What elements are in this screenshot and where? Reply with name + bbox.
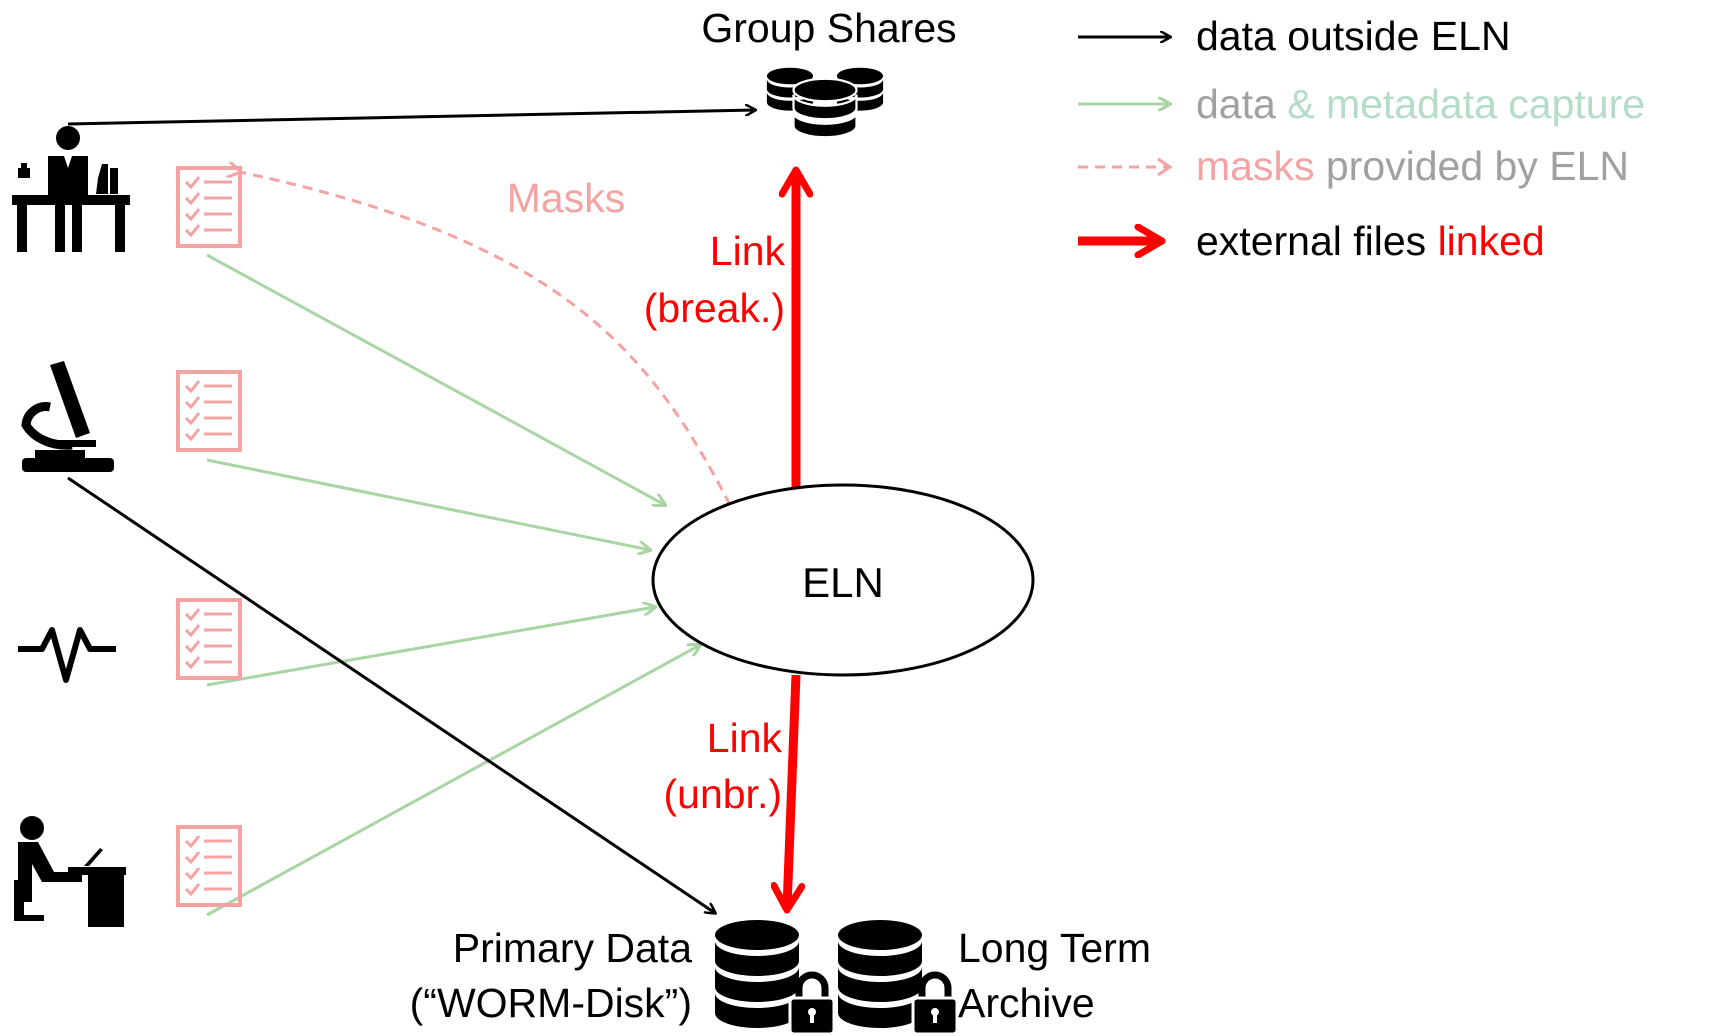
eln-label: ELN <box>802 559 884 606</box>
signal-wave-icon <box>18 627 116 683</box>
capture-arrow-signal <box>206 607 655 687</box>
legend-label-red-part1: external files <box>1196 218 1438 264</box>
legend: data outside ELN data & metadata capture… <box>1078 13 1645 264</box>
legend-label-black: data outside ELN <box>1196 13 1511 59</box>
primary-data-node: Primary Data (“WORM-Disk”) <box>410 920 834 1034</box>
archive-label-line2: Archive <box>958 980 1095 1026</box>
capture-arrow-bench <box>206 253 665 505</box>
legend-item-red: external files linked <box>1078 218 1545 264</box>
primary-data-label-line2: (“WORM-Disk”) <box>410 980 692 1026</box>
legend-label-red-part2: linked <box>1438 218 1545 264</box>
microscope-icon <box>21 361 114 472</box>
masks-label: Masks <box>507 175 625 221</box>
checklist-icon <box>176 370 242 452</box>
database-icon <box>792 77 858 139</box>
primary-data-label-line1: Primary Data <box>453 925 692 971</box>
eln-node: ELN <box>651 483 1035 677</box>
link-breakable-label-line2: (break.) <box>644 285 785 331</box>
link-breakable-label-line1: Link <box>710 228 786 274</box>
legend-label-red: external files linked <box>1196 218 1545 264</box>
masks-arrow <box>240 172 732 506</box>
long-term-archive-node: Long Term Archive <box>838 920 1151 1034</box>
legend-item-green: data & metadata capture <box>1078 81 1645 127</box>
legend-label-pink: masks provided by ELN <box>1196 143 1629 189</box>
legend-label-pink-part2: provided by ELN <box>1314 143 1629 189</box>
legend-item-pink: masks provided by ELN <box>1078 143 1629 189</box>
legend-label-green-part2: & metadata capture <box>1276 81 1645 127</box>
checklist-icon <box>176 598 242 680</box>
capture-arrow-microscope <box>206 458 650 550</box>
database-icon <box>715 920 799 1028</box>
link-unbreakable-label-line1: Link <box>707 715 783 761</box>
checklist-icon <box>176 825 242 907</box>
lock-icon <box>913 975 957 1034</box>
checklist-icon <box>176 166 242 248</box>
link-arrow-unbreakable <box>787 674 796 908</box>
arrow-microscope-to-primary <box>67 476 715 913</box>
legend-label-green: data & metadata capture <box>1196 81 1645 127</box>
legend-label-green-part1: data <box>1196 81 1276 127</box>
archive-label-line1: Long Term <box>958 925 1151 971</box>
legend-label-pink-part1: masks <box>1196 143 1314 189</box>
group-shares-node: Group Shares <box>701 5 957 139</box>
desk-computer-person-icon <box>14 816 126 927</box>
arrow-bench-to-shares <box>67 110 755 126</box>
capture-arrows <box>206 253 700 917</box>
lock-icon <box>790 975 834 1034</box>
legend-item-black: data outside ELN <box>1078 13 1511 59</box>
link-unbreakable-label-line2: (unbr.) <box>664 771 783 817</box>
lab-bench-person-icon <box>12 126 130 252</box>
database-icon <box>838 920 922 1028</box>
group-shares-label: Group Shares <box>701 5 956 51</box>
capture-arrow-computer <box>206 645 700 917</box>
